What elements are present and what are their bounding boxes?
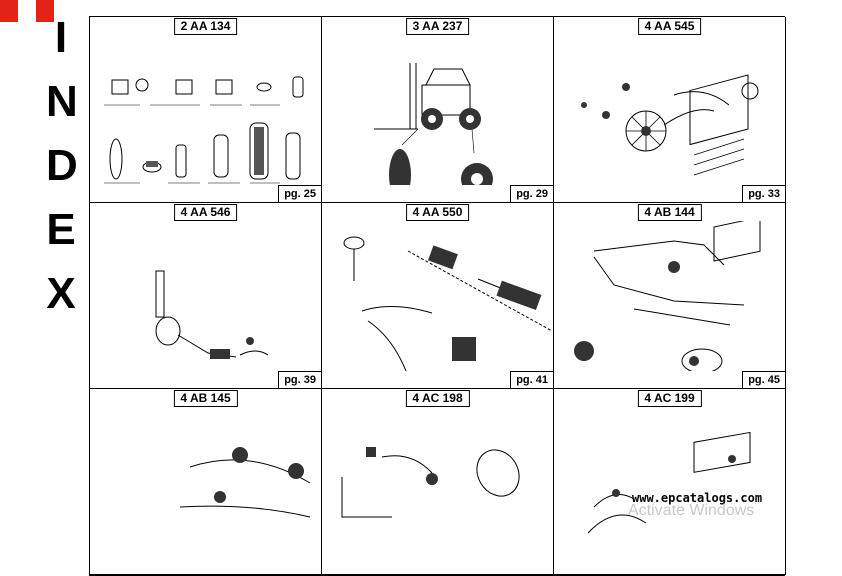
control-valves-drawing xyxy=(179,447,311,518)
cell-title: 4 AC 198 xyxy=(405,390,470,407)
air-intake-drawing xyxy=(343,236,553,371)
catalog-cell-4ab144[interactable]: 4 AB 144 pg. 45 xyxy=(554,203,786,389)
catalog-cell-4aa546[interactable]: 4 AA 546 pg. 39 xyxy=(90,203,322,389)
catalog-cell-3aa237[interactable]: 3 AA 237 pg. 29 xyxy=(322,17,554,203)
index-letter-x: X xyxy=(46,269,76,318)
index-letter-i: I xyxy=(54,13,68,62)
red-corner-mark-2 xyxy=(36,0,54,22)
cell-title: 4 AA 545 xyxy=(637,18,702,35)
catalog-cell-2aa134[interactable]: 2 AA 134 pg. 25 xyxy=(90,17,322,203)
catalog-index-grid: 2 AA 134 pg. 25 3 AA 237 xyxy=(89,16,786,576)
catalog-watermark: www.epcatalogs.com xyxy=(632,491,763,505)
piping-assembly-drawing xyxy=(341,447,520,518)
page-reference: pg. 41 xyxy=(510,371,553,388)
catalog-cell-4aa545[interactable]: 4 AA 545 pg. 33 xyxy=(554,17,786,203)
forklift-wheels-drawing xyxy=(374,63,493,185)
index-letter-e: E xyxy=(46,205,76,254)
catalog-cell-4ab145[interactable]: 4 AB 145 xyxy=(90,389,322,575)
hydraulic-lines-drawing xyxy=(574,221,761,371)
index-letter-d: D xyxy=(46,141,78,190)
catalog-cell-4ac199[interactable]: 4 AC 199 xyxy=(554,389,786,575)
index-letter-n: N xyxy=(46,77,78,126)
cell-title: 3 AA 237 xyxy=(405,18,470,35)
cell-title: 2 AA 134 xyxy=(173,18,238,35)
catalog-cell-4ac198[interactable]: 4 AC 198 xyxy=(322,389,554,575)
catalog-cell-4aa550[interactable]: 4 AA 550 pg. 41 xyxy=(322,203,554,389)
cell-title: 4 AA 546 xyxy=(173,204,238,221)
page-reference: pg. 29 xyxy=(510,185,553,202)
radiator-assembly-drawing xyxy=(581,74,759,176)
tank-bracket-drawing xyxy=(587,431,751,534)
activate-windows-overlay: Activate Windows xyxy=(628,502,755,519)
cell-title: 4 AB 145 xyxy=(173,390,238,407)
parts-filters-drawing xyxy=(104,76,304,184)
cell-title: 4 AB 144 xyxy=(637,204,702,221)
cell-title: 4 AA 550 xyxy=(405,204,470,221)
red-corner-mark xyxy=(0,0,18,22)
exhaust-muffler-drawing xyxy=(155,270,269,359)
page-reference: pg. 39 xyxy=(278,371,321,388)
cell-title: 4 AC 199 xyxy=(637,390,702,407)
page-reference: pg. 33 xyxy=(742,185,785,202)
page-reference: pg. 25 xyxy=(278,185,321,202)
page-reference: pg. 45 xyxy=(742,371,785,388)
